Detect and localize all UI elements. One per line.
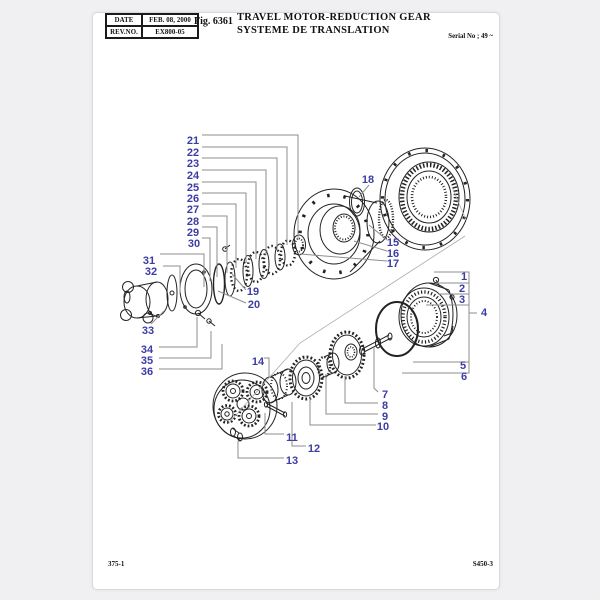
part-callout-19: 19 [247,286,259,298]
leader-line [159,331,212,359]
leader-line [344,376,378,404]
leader-line [264,413,284,435]
title-line-en: TRAVEL MOTOR-REDUCTION GEAR [237,12,431,23]
leader-line [202,226,218,277]
leader-line [373,347,379,393]
part-callout-14: 14 [252,356,265,368]
leader-line [299,253,388,262]
construction-lines [227,186,467,425]
leader-line [202,134,299,240]
part-callout-22: 22 [187,147,199,159]
leader-line [163,265,181,293]
leader-line [150,310,165,325]
part-callout-27: 27 [187,204,199,216]
part-callout-1: 1 [461,271,467,283]
part-callout-6: 6 [461,371,467,383]
leader-line [202,181,257,259]
leader-line [202,203,237,268]
part-callout-20: 20 [248,299,260,311]
ring-gear-drum-group [398,276,458,348]
page-title: TRAVEL MOTOR-REDUCTION GEAR SYSTEME DE T… [237,12,431,37]
date-label: DATE [106,14,142,26]
leader-line [309,395,376,426]
part-callout-36: 36 [141,366,153,378]
rev-no-label: REV.NO. [106,26,142,38]
part-callout-30: 30 [188,238,200,250]
date-value: FEB. 08, 2000 [142,14,198,26]
construction-line [451,186,467,221]
figure-number: Fig. 6361 [194,16,233,27]
part-callout-10: 10 [377,421,389,433]
part-callout-5: 5 [460,360,466,372]
leader-line [368,224,388,241]
leader-lines [150,134,477,459]
part-callout-31: 31 [143,255,155,267]
leader-line [402,271,470,374]
page-ref-left: 375-1 [108,560,125,568]
part-callout-7: 7 [382,389,388,401]
part-callout-15: 15 [387,237,399,249]
title-line-fr: SYSTEME DE TRANSLATION [237,24,390,36]
part-callout-23: 23 [187,158,199,170]
planet-carrier-group [212,372,278,440]
rev-no-value: EX800-05 [142,26,198,38]
coupling-drum-group [261,368,297,404]
leader-line [325,374,378,415]
leader-line [202,146,288,245]
part-callout-11: 11 [286,432,298,444]
part-callout-16: 16 [387,248,399,260]
construction-line [227,235,466,425]
part-callout-18: 18 [362,174,374,186]
revision-table: DATE FEB. 08, 2000 REV.NO. EX800-05 [105,13,199,39]
leader-line [159,344,223,370]
drum-hub-group [293,187,395,280]
part-callout-32: 32 [145,266,157,278]
part-callout-25: 25 [187,182,199,194]
part-callout-29: 29 [187,227,199,239]
part-callout-13: 13 [286,455,298,467]
leader-line [217,290,247,304]
ring-gear-housing-group [379,147,471,251]
diagram-art [120,147,471,442]
leader-line [237,441,284,459]
part-callout-33: 33 [142,325,154,337]
leader-line [231,273,247,291]
leader-line [264,357,270,377]
page-ref-right: S450-3 [472,560,493,568]
part-callout-9: 9 [382,411,388,423]
leader-line [202,192,247,263]
leader-line [202,157,278,250]
leader-line [358,184,370,198]
serial-number: Serial No ; 49 ~ [448,33,493,40]
part-callout-3: 3 [459,294,465,306]
part-callout-34: 34 [141,344,154,356]
callout-layer: 1234567891011121314151617181920212223242… [141,135,488,467]
part-callout-12: 12 [308,443,320,455]
leader-line [291,402,306,447]
leader-line [159,317,198,348]
leader-line [202,169,267,255]
leader-line [202,237,211,281]
leader-line [160,253,205,287]
document-page [92,12,500,590]
part-callout-24: 24 [187,170,200,182]
leader-line [202,215,228,273]
part-callout-8: 8 [382,400,388,412]
brake-disc-stack-group [224,234,306,297]
part-callout-2: 2 [459,283,465,295]
part-callout-28: 28 [187,216,199,228]
leader-line [353,240,388,252]
part-callout-4: 4 [481,307,488,319]
large-o-ring [375,301,419,357]
part-callout-35: 35 [141,355,153,367]
travel-motor-group [120,244,231,327]
reduction-gears-group [288,330,366,401]
part-callout-21: 21 [187,135,199,147]
part-callout-26: 26 [187,193,199,205]
part-callout-17: 17 [387,258,399,270]
